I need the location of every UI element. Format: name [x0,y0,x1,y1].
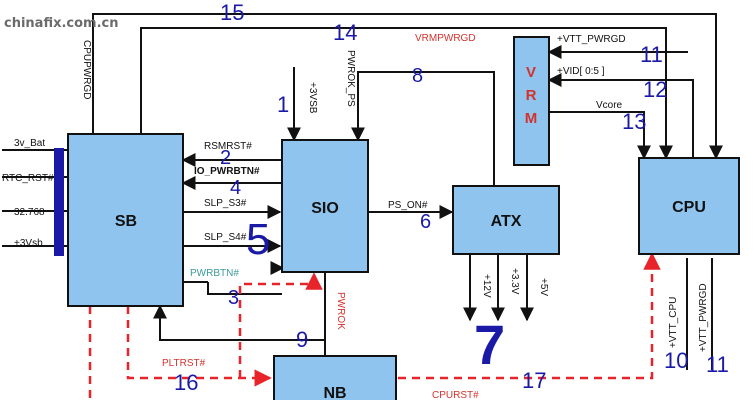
label-5v: +5V [538,278,549,296]
sio-block [281,139,369,273]
label-xtal: 32.768 [14,207,45,218]
step-6: 6 [420,211,431,233]
step-17: 17 [522,368,546,393]
label-vcore: Vcore [596,100,623,111]
line-cpupwrgd [92,13,723,160]
line-pltrst-sio [238,272,323,378]
step-16: 16 [174,370,198,395]
step-15: 15 [220,0,244,25]
label-12v: +12V [481,274,492,298]
step-5: 5 [246,215,270,264]
label-rtc-rst: RTC_RST# [2,173,54,184]
step-11-bottom: 11 [706,352,729,377]
vrm-letter-v: V [526,64,536,81]
line-vid [547,73,694,158]
label-3vsb-sio: +3VSB [307,82,318,114]
label-pwrok: PWROK [335,292,346,330]
label-vid: +VID[ 0:5 ] [557,66,605,77]
label-slp-s3: SLP_S3# [204,198,247,209]
label-slp-s4: SLP_S4# [204,232,247,243]
line-vcore [549,111,651,160]
line-pwrbtn-out [207,282,282,295]
sb-step1-bar [54,148,64,256]
line-pltrst [126,306,272,387]
step-1: 1 [277,92,289,117]
label-pltrst: PLTRST# [162,358,206,369]
signal-labels: CPUPWRGD VRMPWRGD +VTT_PWRGD +VID[ 0:5 ]… [2,33,709,401]
step-10: 10 [664,348,688,373]
label-rsmrst: RSMRST# [204,141,252,152]
reset-lines [88,252,661,400]
label-ps-on: PS_ON# [388,200,428,211]
sb-label: SB [115,213,137,230]
signal-lines [2,13,723,370]
label-3v-bat: 3v_Bat [14,138,45,149]
sio-label: SIO [311,200,339,217]
vrm-letter-r: R [526,87,537,104]
line-vrmpwrgd [140,27,673,160]
nb-label: NB [323,385,346,400]
label-3vsb-sb: +3Vsb [14,238,43,249]
nb-block [273,355,397,405]
line-nb-sb [153,304,325,341]
label-cpupwrgd: CPUPWRGD [81,40,92,99]
step-3: 3 [228,287,239,309]
line-cpurst [398,252,661,380]
step-12: 12 [643,77,667,102]
label-vrmpwrgd: VRMPWRGD [415,33,476,44]
step-2: 2 [220,147,231,169]
step-13: 13 [622,109,646,134]
step-8: 8 [412,65,423,87]
blocks: SB SIO ATX CPU NB V R M [67,36,740,405]
vrm-block [513,36,550,166]
label-io-pwrbtn: IO_PWRBTN# [194,166,260,177]
label-33v: +3.3V [509,268,520,295]
step-11: 11 [640,42,663,67]
watermark: chinafix.com.cn [4,16,119,31]
cpu-block [638,157,740,255]
cpu-label: CPU [672,199,706,216]
step-9: 9 [296,327,308,352]
step-numbers: 15 14 8 11 12 13 1 2 4 5 3 6 7 9 16 17 1… [174,0,729,395]
label-vtt-pwrgd: +VTT_PWRGD [557,34,626,45]
sb-block [67,133,184,307]
atx-label: ATX [491,213,522,230]
step-7: 7 [474,313,505,376]
step-4: 4 [230,177,241,199]
atx-block [452,185,560,255]
line-pwrok-ps [351,71,495,186]
step-14: 14 [333,20,357,45]
label-vtt-cpu: +VTT_CPU [668,297,679,348]
label-pwrbtn: PWRBTN# [190,268,239,279]
label-pwrok-ps: PWROK_PS [345,50,356,107]
label-vtt-pwrgd-cpu: +VTT_PWRGD [698,283,709,352]
vrm-letter-m: M [525,110,538,127]
label-cpurst: CPURST# [432,390,479,400]
